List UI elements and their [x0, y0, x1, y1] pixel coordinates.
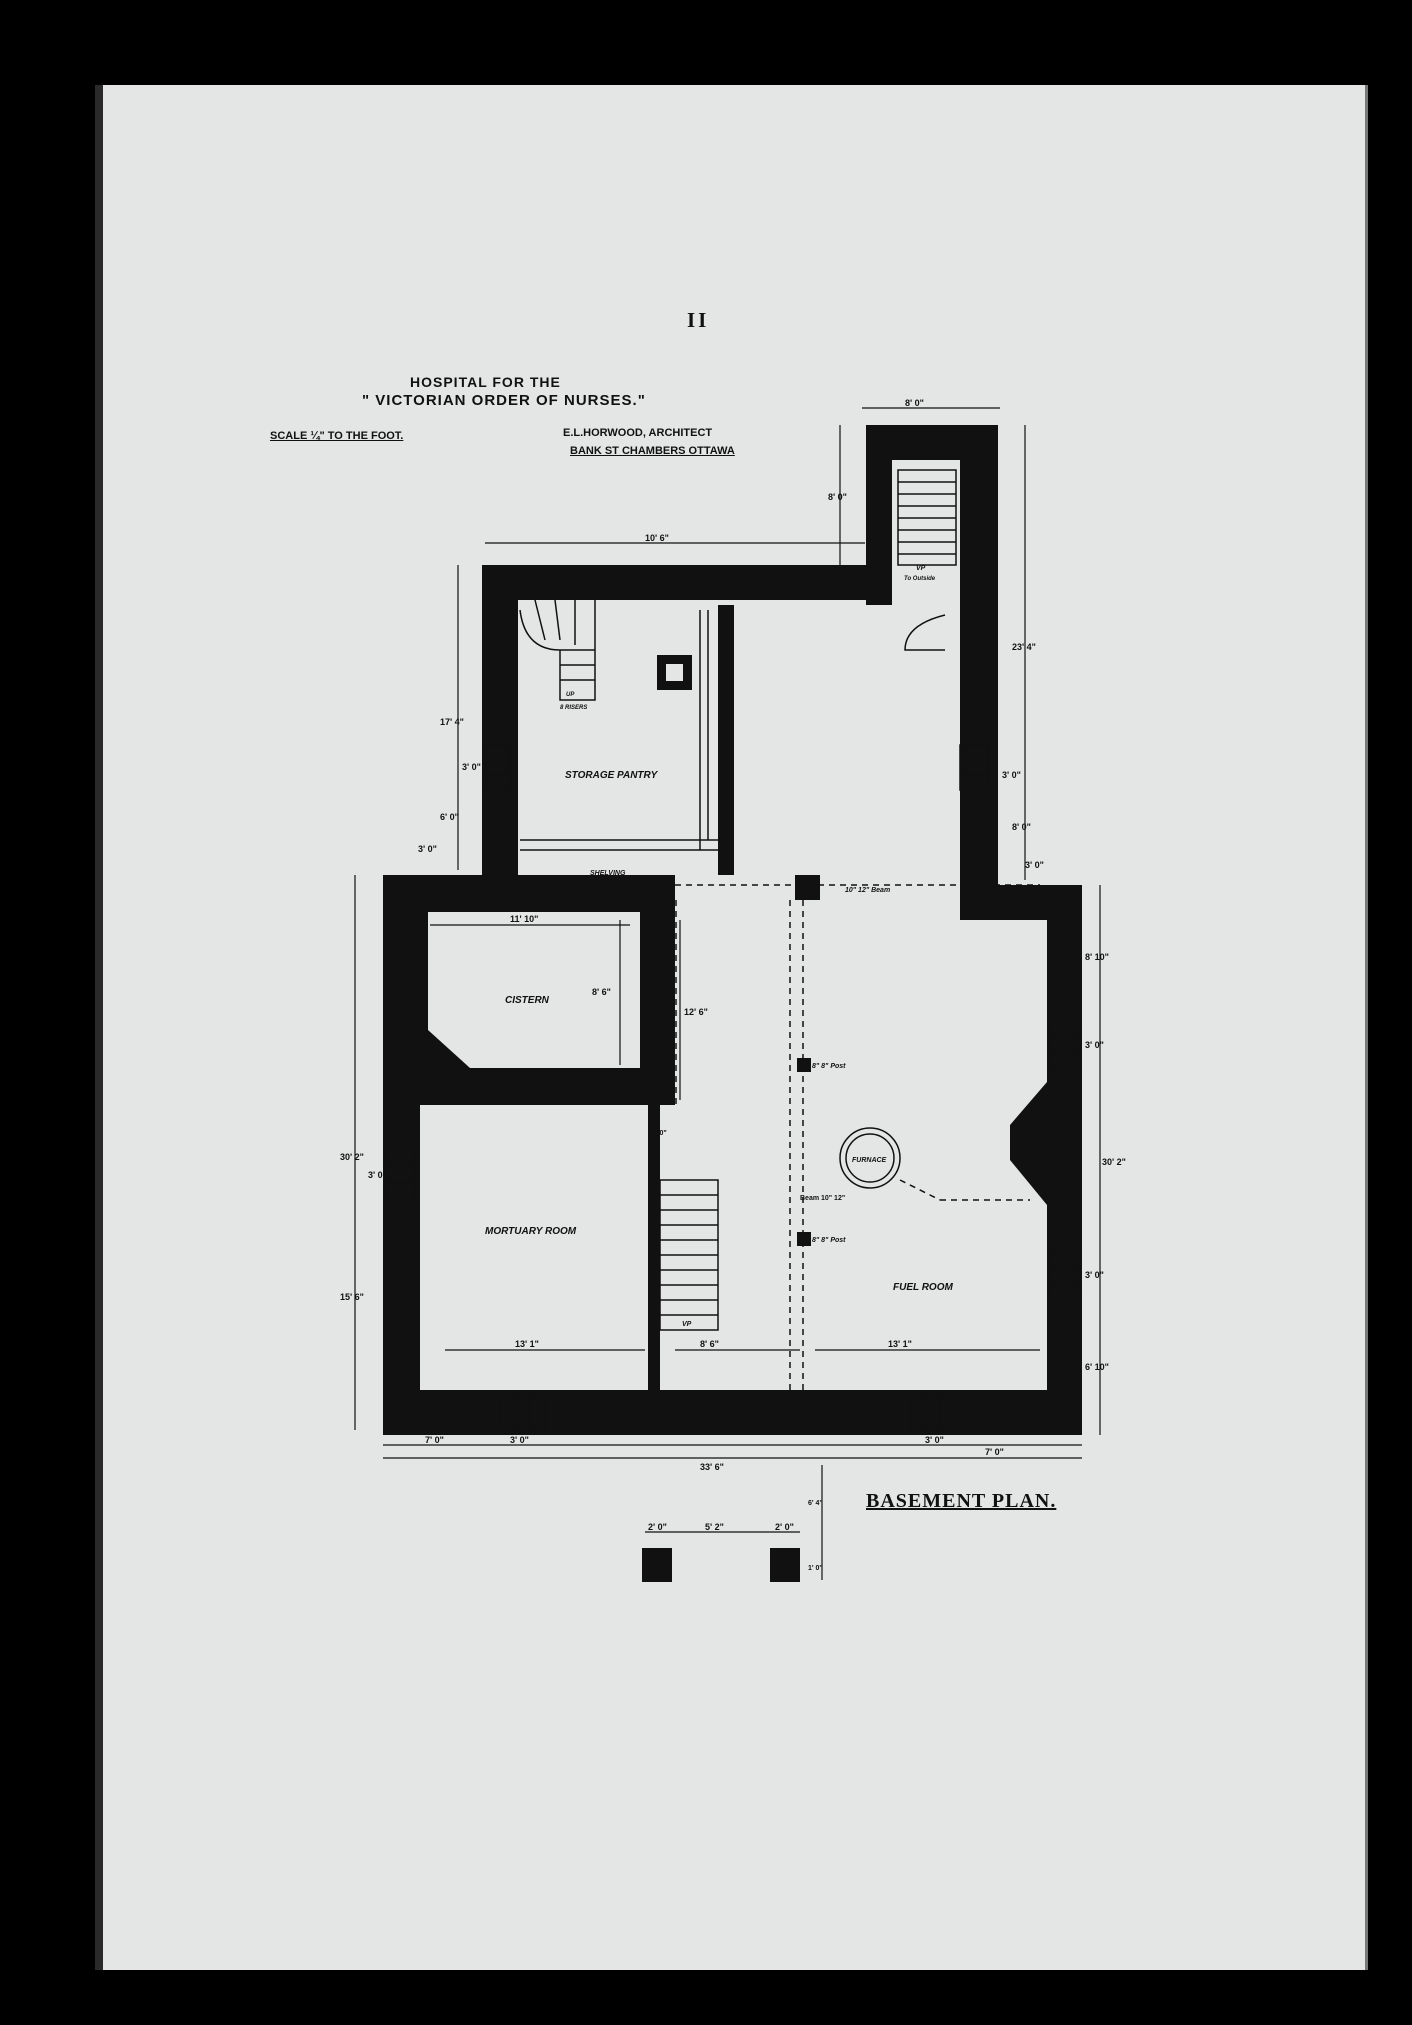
- dim-pier-left: 2' 0": [648, 1522, 667, 1532]
- post-1: [797, 1058, 811, 1072]
- label-furnace: FURNACE: [852, 1157, 887, 1164]
- stairs: [384, 469, 1081, 1431]
- label-risers: 8 RISERS: [560, 705, 587, 711]
- dim-left-mid: 3' 0": [462, 762, 481, 772]
- furnace: [839, 1127, 901, 1189]
- dim-corridor: 12' 6": [684, 1007, 708, 1017]
- page-sheet: [95, 85, 1368, 1970]
- window-steps-right1: [1049, 1019, 1081, 1071]
- dim-fuel-width: 13' 1": [888, 1339, 912, 1349]
- dim-bottom-window-right: 3' 0": [925, 1435, 944, 1445]
- walls: [383, 425, 1082, 1582]
- label-pantry: STORAGE PANTRY: [565, 770, 659, 781]
- dim-overall: 33' 6": [700, 1462, 724, 1472]
- tower-wall: [866, 565, 892, 605]
- dim-pier-gap: 5' 2": [705, 1522, 724, 1532]
- bay-wall: [1010, 1082, 1047, 1205]
- dim-left-window-span: 30' 2": [340, 1152, 364, 1162]
- dim-pier-height: 1' 0": [808, 1565, 823, 1572]
- dim-bottom-left: 7' 0": [425, 1435, 444, 1445]
- dim-wall-note: 2' 0": [652, 1130, 667, 1137]
- label-to-outside: To Outside: [904, 576, 936, 582]
- plan-title: BASEMENT PLAN.: [866, 1490, 1057, 1512]
- window-steps-right-top: [959, 744, 989, 791]
- dim-right-upper: 23' 4": [1012, 642, 1036, 652]
- scale-note: SCALE ¼" TO THE FOOT.: [270, 430, 404, 442]
- room-labels: STORAGE PANTRY SHELVING CISTERN MORTUARY…: [485, 565, 953, 1328]
- dim-right-lower: 8' 0": [1012, 822, 1031, 832]
- dim-cistern-depth: 8' 6": [592, 987, 611, 997]
- dim-pier-down: 6' 4": [808, 1500, 823, 1507]
- label-fuel: FUEL ROOM: [893, 1282, 953, 1293]
- dim-right-bottom: 6' 10": [1085, 1362, 1109, 1372]
- header-line1: HOSPITAL FOR THE: [410, 374, 561, 390]
- dimension-labels: 10' 6" 8' 0" 8' 0" 17' 4" 3' 0" 6' 0" 3'…: [340, 398, 1126, 1572]
- dim-left-upper: 17' 4": [440, 717, 464, 727]
- dim-bottom-window-left: 3' 0": [510, 1435, 529, 1445]
- pantry-wall-right: [718, 605, 734, 875]
- label-post-1: 8" 8" Post: [812, 1063, 846, 1070]
- window-steps-left-top: [482, 744, 512, 791]
- label-beam: 10" 12" Beam: [845, 887, 890, 894]
- dim-left-lower: 6' 0": [440, 812, 459, 822]
- dim-right-span: 30' 2": [1102, 1157, 1126, 1167]
- label-vp2: VP: [682, 1321, 692, 1328]
- dim-right-window2: 3' 0": [1085, 1270, 1104, 1280]
- label-post-2: 8" 8" Post: [812, 1237, 846, 1244]
- dim-left-bottom: 15' 6": [340, 1292, 364, 1302]
- dim-top-width: 10' 6": [645, 533, 669, 543]
- label-shelving: SHELVING: [590, 870, 626, 877]
- architect-address: BANK ST CHAMBERS OTTAWA: [570, 445, 735, 457]
- dim-tower-height: 8' 0": [828, 492, 847, 502]
- binding-shadow: [95, 85, 103, 1970]
- window-steps-bottom-left: [499, 1394, 546, 1431]
- door-swing: [904, 614, 946, 651]
- dim-pier-right: 2' 0": [775, 1522, 794, 1532]
- beam-post: [795, 875, 820, 900]
- pier-right: [770, 1548, 800, 1582]
- winder-stair: [519, 599, 596, 701]
- post-2: [797, 1232, 811, 1246]
- dim-center-width: 8' 6": [700, 1339, 719, 1349]
- shelving: [520, 610, 718, 851]
- architect-name: E.L.HORWOOD, ARCHITECT: [563, 427, 713, 439]
- label-vp: VP: [916, 565, 926, 572]
- label-cistern: CISTERN: [505, 995, 550, 1006]
- header-line2: " VICTORIAN ORDER OF NURSES.": [362, 392, 646, 409]
- cistern-walls: [420, 875, 672, 1105]
- corridor-wall: [655, 875, 675, 1105]
- dim-cistern-width: 11' 10": [510, 914, 538, 924]
- dim-tower-width: 8' 0": [905, 398, 924, 408]
- outer-wall: [383, 425, 1082, 1435]
- dim-mortuary-width: 13' 1": [515, 1339, 539, 1349]
- dim-right-top: 8' 10": [1085, 952, 1109, 962]
- dim-right-mid: 3' 0": [1002, 770, 1021, 780]
- dim-right-window: 3' 0": [1085, 1040, 1104, 1050]
- pier-left: [642, 1548, 672, 1582]
- label-mortuary: MORTUARY ROOM: [485, 1226, 577, 1237]
- page-number: II: [687, 308, 710, 332]
- dimension-lines: [354, 407, 1101, 1580]
- window-steps-right2: [1049, 1249, 1081, 1301]
- mortuary-wall: [648, 1105, 660, 1390]
- label-stair-up: UP: [566, 692, 575, 698]
- window-steps-left: [384, 1149, 416, 1201]
- dim-right-offset: 3' 0": [1025, 860, 1044, 870]
- dim-left-window: 3' 0": [368, 1170, 387, 1180]
- window-steps-bottom-right: [909, 1394, 956, 1431]
- beam-lines: [675, 884, 1040, 1390]
- dim-left-offset: 3' 0": [418, 844, 437, 854]
- dim-beam-label: Beam 10" 12": [800, 1195, 845, 1202]
- dim-bottom-right: 7' 0": [985, 1447, 1004, 1457]
